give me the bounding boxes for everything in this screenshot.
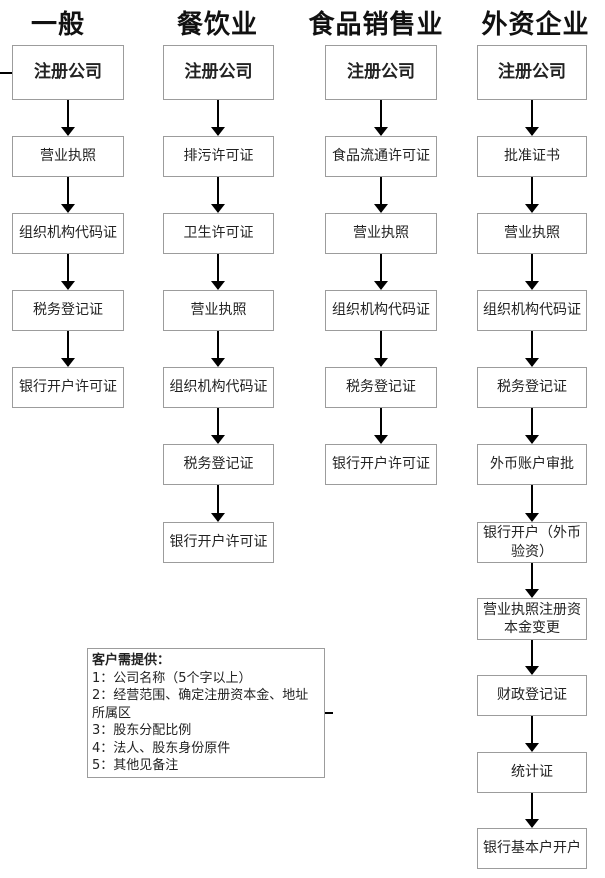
left-edge-connector-line bbox=[0, 72, 13, 74]
step-food-circulation-permit: 食品流通许可证 bbox=[325, 136, 437, 177]
down-arrow bbox=[211, 177, 225, 213]
column-title-foreign-enterprise: 外资企业 bbox=[481, 10, 590, 40]
client-requirements-note: 客户需提供： 1：公司名称（5个字以上） 2：经营范围、确定注册资本金、地址所属… bbox=[87, 648, 325, 778]
column-title-general: 一般 bbox=[30, 10, 85, 40]
down-arrow bbox=[525, 716, 539, 752]
step-bank-account-forex-verification: 银行开户（外币验资） bbox=[477, 522, 587, 563]
step-business-license: 营业执照 bbox=[12, 136, 124, 177]
column-title-food-sales: 食品销售业 bbox=[308, 10, 444, 40]
note-item: 2：经营范围、确定注册资本金、地址所属区 bbox=[92, 688, 309, 721]
note-item: 5：其他见备注 bbox=[92, 758, 179, 773]
step-organization-code-cert: 组织机构代码证 bbox=[163, 367, 274, 408]
down-arrow bbox=[525, 100, 539, 136]
down-arrow bbox=[525, 331, 539, 367]
down-arrow bbox=[211, 408, 225, 444]
step-register-company: 注册公司 bbox=[163, 45, 274, 100]
down-arrow bbox=[525, 177, 539, 213]
step-bank-account-permit: 银行开户许可证 bbox=[12, 367, 124, 408]
step-business-license: 营业执照 bbox=[163, 290, 274, 331]
down-arrow bbox=[525, 485, 539, 522]
step-license-registered-capital-change: 营业执照注册资本金变更 bbox=[477, 598, 587, 640]
step-register-company: 注册公司 bbox=[477, 45, 587, 100]
down-arrow bbox=[61, 254, 75, 290]
down-arrow bbox=[211, 100, 225, 136]
down-arrow bbox=[61, 177, 75, 213]
down-arrow bbox=[525, 563, 539, 598]
note-item: 4：法人、股东身份原件 bbox=[92, 740, 231, 756]
step-sewage-discharge-permit: 排污许可证 bbox=[163, 136, 274, 177]
step-organization-code-cert: 组织机构代码证 bbox=[325, 290, 437, 331]
down-arrow bbox=[374, 100, 388, 136]
down-arrow bbox=[374, 331, 388, 367]
step-bank-account-permit: 银行开户许可证 bbox=[163, 522, 274, 563]
down-arrow bbox=[374, 408, 388, 444]
step-bank-basic-account-opening: 银行基本户开户 bbox=[477, 828, 587, 869]
step-tax-registration-cert: 税务登记证 bbox=[477, 367, 587, 408]
note-item: 1：公司名称（5个字以上） bbox=[92, 670, 252, 686]
step-organization-code-cert: 组织机构代码证 bbox=[12, 213, 124, 254]
step-foreign-currency-account-approval: 外币账户审批 bbox=[477, 444, 587, 485]
down-arrow bbox=[211, 254, 225, 290]
down-arrow bbox=[525, 408, 539, 444]
down-arrow bbox=[525, 793, 539, 828]
down-arrow bbox=[211, 331, 225, 367]
note-connector-stub bbox=[325, 712, 333, 714]
down-arrow bbox=[525, 254, 539, 290]
down-arrow bbox=[61, 331, 75, 367]
down-arrow bbox=[211, 485, 225, 522]
down-arrow bbox=[61, 100, 75, 136]
note-title: 客户需提供： bbox=[92, 653, 171, 668]
column-title-catering: 餐饮业 bbox=[176, 10, 258, 40]
step-business-license: 营业执照 bbox=[325, 213, 437, 254]
step-register-company: 注册公司 bbox=[325, 45, 437, 100]
step-statistics-cert: 统计证 bbox=[477, 752, 587, 793]
note-item: 3：股东分配比例 bbox=[92, 723, 192, 738]
step-organization-code-cert: 组织机构代码证 bbox=[477, 290, 587, 331]
step-tax-registration-cert: 税务登记证 bbox=[163, 444, 274, 485]
step-tax-registration-cert: 税务登记证 bbox=[325, 367, 437, 408]
step-tax-registration-cert: 税务登记证 bbox=[12, 290, 124, 331]
step-hygiene-permit: 卫生许可证 bbox=[163, 213, 274, 254]
step-business-license: 营业执照 bbox=[477, 213, 587, 254]
step-approval-certificate: 批准证书 bbox=[477, 136, 587, 177]
step-register-company: 注册公司 bbox=[12, 45, 124, 100]
step-bank-account-permit: 银行开户许可证 bbox=[325, 444, 437, 485]
down-arrow bbox=[374, 254, 388, 290]
step-finance-registration-cert: 财政登记证 bbox=[477, 675, 587, 716]
down-arrow bbox=[374, 177, 388, 213]
down-arrow bbox=[525, 640, 539, 675]
